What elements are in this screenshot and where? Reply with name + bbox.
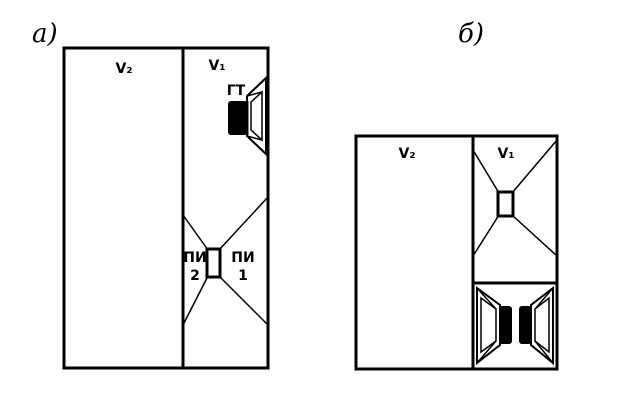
volume-v1-label-b: V₁ [498, 146, 515, 162]
tweeter-label: ГТ [227, 83, 246, 99]
woofer-pair-icon [476, 285, 554, 366]
volume-v2-label-a: V₂ [116, 61, 133, 77]
tweeter-speaker-icon [228, 75, 267, 157]
figure-a-label: а) [32, 19, 58, 49]
cabinet-b-outline [354, 134, 559, 371]
pi1-label-line2: 1 [238, 268, 248, 284]
pi2-label-line2: 2 [190, 268, 200, 284]
pi1-label-line1: ПИ [231, 250, 254, 266]
figure-b: б) V₂ V₁ [354, 19, 559, 371]
cabinet-a-outline [62, 46, 270, 370]
figure-a: а) V₂ V₁ ГТ ПИ 2 ПИ 1 [32, 19, 270, 370]
volume-v1-label-a: V₁ [209, 58, 226, 74]
passive-radiator-a [182, 196, 269, 326]
volume-v2-label-b: V₂ [399, 146, 416, 162]
pi2-label-line1: ПИ [183, 250, 206, 266]
passive-radiator-b [472, 139, 558, 257]
figure-b-label: б) [458, 19, 484, 49]
